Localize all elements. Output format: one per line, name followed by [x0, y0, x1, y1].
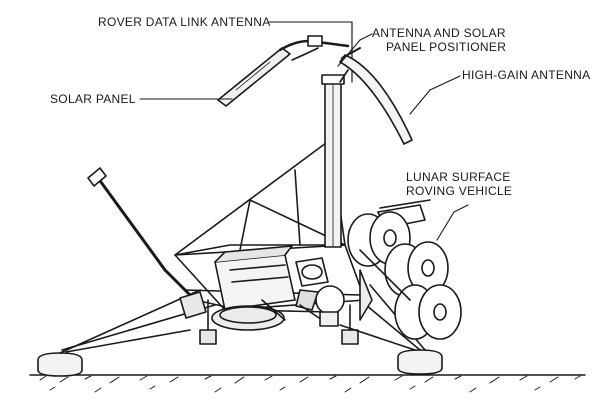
label-solar-panel: SOLAR PANEL	[50, 92, 136, 106]
foot-pads	[37, 329, 443, 377]
label-lunar-surface-line1: LUNAR SURFACE	[406, 170, 511, 184]
leader-lines	[139, 21, 469, 241]
antenna-mast	[321, 74, 345, 248]
label-antenna-solar-positioner-line2: PANEL POSITIONER	[386, 40, 507, 54]
lunar-ground	[29, 374, 586, 393]
label-antenna-solar-positioner-line1: ANTENNA AND SOLAR	[372, 26, 506, 40]
sampler-arm	[87, 167, 202, 307]
label-rover-data-link-antenna: ROVER DATA LINK ANTENNA	[98, 15, 271, 29]
high-gain-antenna	[339, 47, 413, 145]
solar-panel	[217, 35, 350, 107]
label-lunar-surface-line2: ROVING VEHICLE	[406, 184, 513, 198]
lunar-roving-vehicle	[347, 199, 462, 340]
label-high-gain-antenna: HIGH-GAIN ANTENNA	[462, 68, 591, 82]
